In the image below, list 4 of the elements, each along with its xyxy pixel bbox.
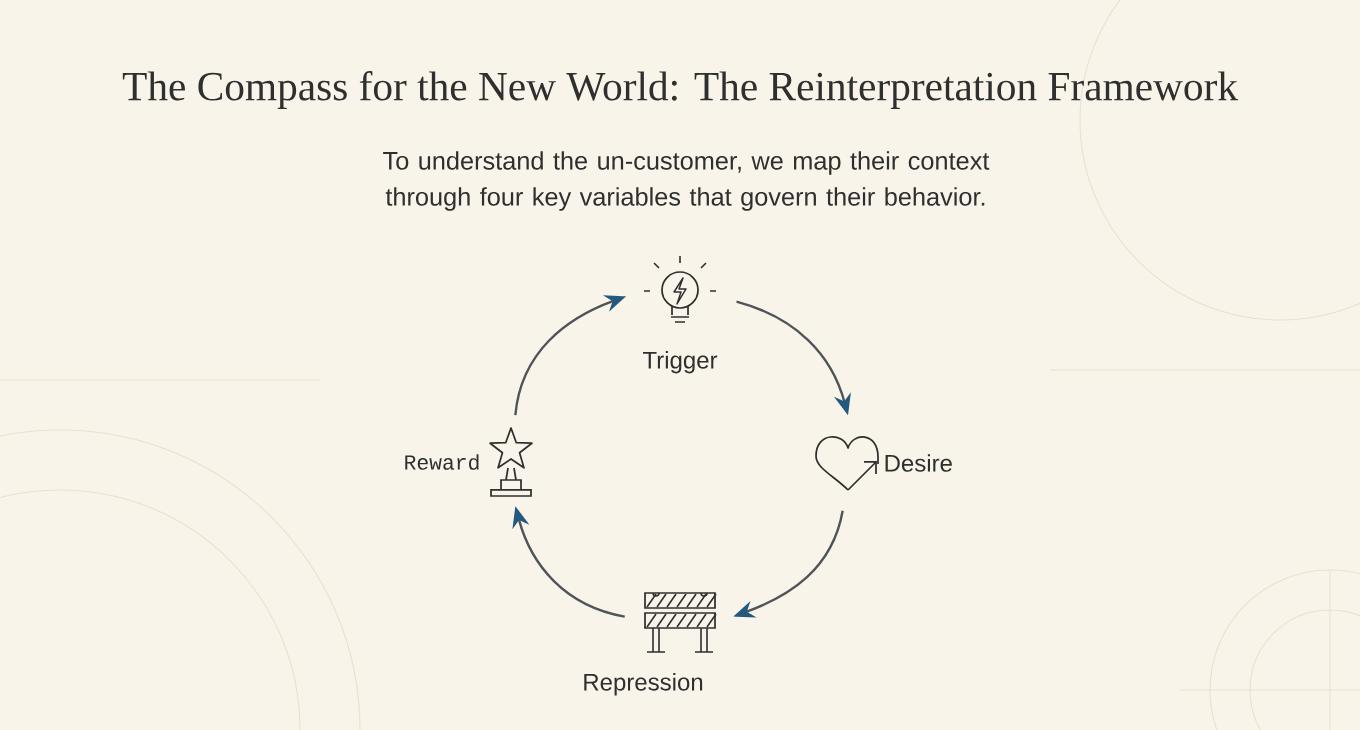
icon-label: Desire: [815, 436, 952, 491]
icon-label: Repression: [584, 592, 717, 696]
title: The Compass for the New World: The Reinterpretation Framework: [122, 71, 1238, 109]
subtitle: To understand the un-customer, we map their context through four key variables that govern their behavior.: [383, 151, 990, 211]
